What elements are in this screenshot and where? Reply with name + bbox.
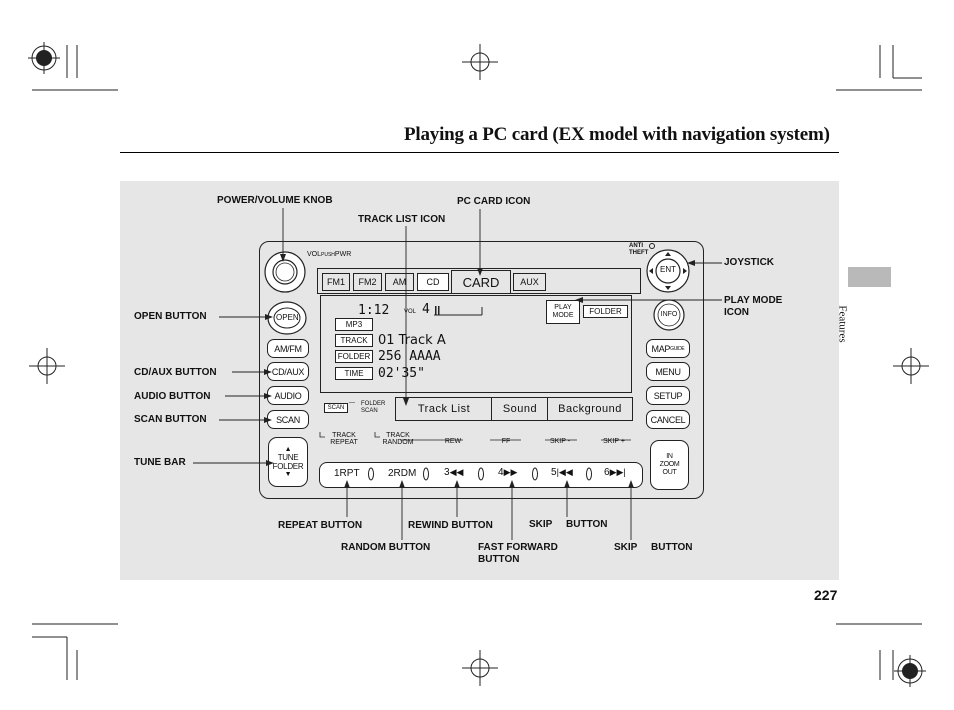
preset-6-skip-forward-button[interactable]: 6▶▶|: [604, 467, 626, 478]
power-volume-knob[interactable]: [264, 248, 308, 296]
skip-minus-label: SKIP -: [549, 438, 571, 445]
tune-folder-bar[interactable]: ▲ TUNE FOLDER ▼: [268, 437, 308, 487]
track-random-label: TRACK RANDOM: [382, 432, 414, 446]
vol-pwr-label: VOLPUSHPWR: [307, 251, 352, 258]
track-name: 01 Track A: [378, 333, 446, 348]
volume-bar: [434, 306, 483, 316]
time-tag: TIME: [335, 367, 373, 380]
track-tag: TRACK: [335, 334, 373, 347]
preset-3-rewind-button[interactable]: 3◀◀: [444, 467, 464, 478]
callout-tune-bar: TUNE BAR: [134, 457, 186, 468]
track-list-button[interactable]: Track List: [395, 397, 493, 421]
section-tab: [848, 267, 891, 287]
callout-fast-forward-button: FAST FORWARD BUTTON: [478, 542, 558, 565]
callout-joystick: JOYSTICK: [724, 257, 775, 268]
callout-skip-button-2: SKIP BUTTON: [614, 542, 693, 553]
callout-repeat-button: REPEAT BUTTON: [278, 520, 363, 531]
skip-forward-icon: ▶▶|: [609, 467, 626, 477]
clock: 1:12: [358, 303, 390, 318]
title-rule: [120, 152, 839, 153]
registration-target-icon: [28, 42, 926, 687]
scan-tag: SCAN: [324, 403, 348, 413]
callout-scan-button: SCAN BUTTON: [134, 414, 207, 425]
skip-back-icon: |◀◀: [556, 467, 573, 477]
am-fm-button[interactable]: AM/FM: [267, 339, 309, 358]
cancel-button[interactable]: CANCEL: [646, 410, 690, 429]
callout-pc-card-icon: PC CARD ICON: [457, 196, 531, 207]
info-button[interactable]: [652, 298, 686, 332]
tab-fm2[interactable]: FM2: [353, 273, 382, 291]
tab-am[interactable]: AM: [385, 273, 414, 291]
folder-scan-label: FOLDER SCAN: [361, 401, 386, 414]
rewind-icon: ◀◀: [449, 467, 464, 477]
play-mode-icon: PLAY MODE: [546, 300, 580, 324]
rew-label: REW: [444, 438, 462, 445]
fast-forward-icon: ▶▶: [503, 467, 518, 477]
track-repeat-label: TRACK REPEAT: [330, 432, 358, 446]
callout-cd-aux-button: CD/AUX BUTTON: [134, 367, 217, 378]
ent-label: ENT: [660, 265, 676, 274]
joystick[interactable]: [645, 248, 691, 294]
folder-tag: FOLDER: [335, 350, 373, 363]
tab-fm1[interactable]: FM1: [322, 273, 350, 291]
scan-arrow-icon: —: [349, 400, 355, 406]
cd-aux-button[interactable]: CD/AUX: [267, 362, 309, 381]
tab-cd[interactable]: CD: [417, 273, 449, 291]
vol-label: VOL: [404, 309, 417, 315]
folder-name: 256 AAAA: [378, 349, 441, 364]
skip-plus-label: SKIP +: [603, 438, 625, 445]
page-number: 227: [814, 587, 838, 603]
preset-1-repeat-button[interactable]: 1RPT: [334, 468, 360, 479]
callout-skip-button-1: SKIP BUTTON: [529, 519, 608, 530]
zoom-bar[interactable]: IN ZOOM OUT: [650, 440, 689, 490]
triangle-down-icon: ▼: [284, 471, 292, 478]
sound-button[interactable]: Sound: [491, 397, 549, 421]
callout-random-button: RANDOM BUTTON: [341, 542, 431, 553]
anti-theft-led-icon: [649, 243, 655, 249]
callout-open-button: OPEN BUTTON: [134, 311, 207, 322]
callout-play-mode-icon: PLAY MODE ICON: [724, 295, 783, 318]
soft-label-brackets: [319, 432, 631, 441]
callout-rewind-button: REWIND BUTTON: [408, 520, 493, 531]
preset-dividers: [368, 467, 592, 481]
callout-power-volume-knob: POWER/VOLUME KNOB: [217, 195, 333, 206]
folder-mode-icon: FOLDER: [583, 305, 628, 318]
preset-5-skip-back-button[interactable]: 5|◀◀: [551, 467, 573, 478]
triangle-up-icon: ▲: [284, 446, 292, 453]
info-label: INFO: [660, 311, 678, 318]
audio-button[interactable]: AUDIO: [267, 386, 309, 405]
anti-theft-label: ANTI THEFT: [629, 243, 649, 256]
callout-track-list-icon: TRACK LIST ICON: [358, 214, 446, 225]
menu-button[interactable]: MENU: [646, 362, 690, 381]
page-title: Playing a PC card (EX model with navigat…: [404, 124, 830, 145]
tab-aux[interactable]: AUX: [513, 273, 546, 291]
mp3-tag: MP3: [335, 318, 373, 331]
background-button[interactable]: Background: [547, 397, 633, 421]
callout-audio-button: AUDIO BUTTON: [134, 391, 211, 402]
preset-4-fast-forward-button[interactable]: 4▶▶: [498, 467, 518, 478]
vol-value: 4: [422, 302, 430, 317]
elapsed-time: 02'35": [378, 366, 425, 381]
preset-2-random-button[interactable]: 2RDM: [388, 468, 417, 479]
open-button-label: OPEN: [276, 313, 299, 322]
ff-label: FF: [501, 438, 511, 445]
setup-button[interactable]: SETUP: [646, 386, 690, 405]
open-button[interactable]: [266, 300, 308, 336]
